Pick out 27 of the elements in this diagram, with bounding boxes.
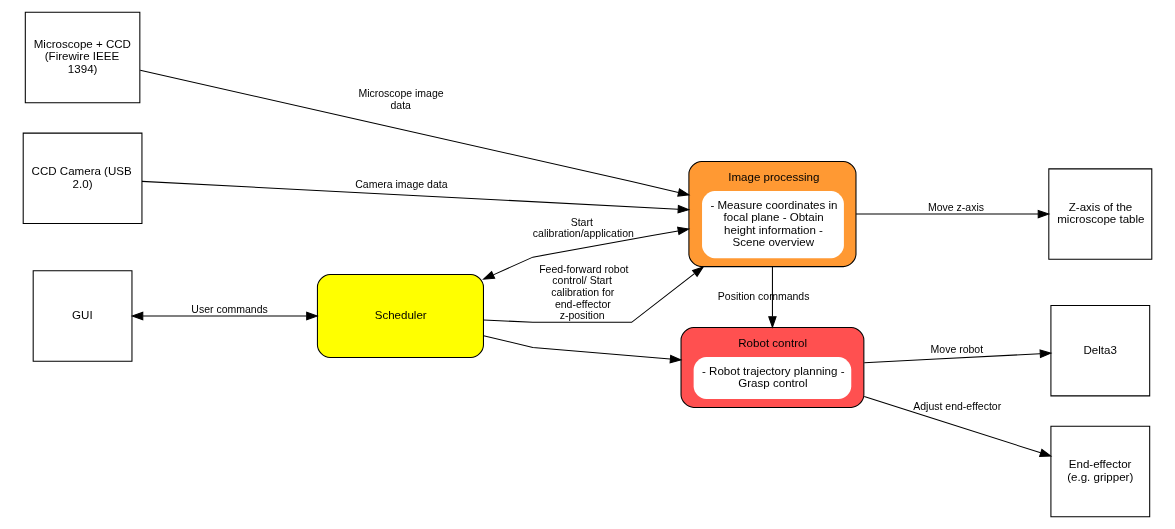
node-box: Scheduler	[316, 273, 484, 359]
arrow	[483, 335, 683, 364]
edge-label: Move robot	[930, 342, 984, 355]
edge-label: Camera image data	[355, 177, 448, 190]
node-box: End-effector (e.g. gripper)	[1050, 425, 1151, 518]
node-box: Robot control - Robot trajectory planning - Grasp control	[680, 327, 865, 408]
arrow	[863, 395, 1053, 457]
arrow	[768, 266, 777, 329]
arrow	[141, 180, 691, 214]
node-box: Image processing - Measure coordinates in focal plane - Obtain height information - Scene overview	[688, 161, 857, 268]
edge-label: Adjust end-effector	[913, 399, 1002, 412]
arrow	[482, 226, 691, 280]
arrow	[855, 209, 1051, 219]
edge-label: User commands	[191, 302, 268, 315]
arrow	[139, 69, 691, 197]
arrow	[863, 349, 1053, 364]
node-box: Delta3	[1050, 304, 1151, 397]
edge-label: Start calibration/application	[532, 215, 634, 240]
edge-label: Move z-axis	[927, 200, 984, 213]
node-box: Microscope + CCD (Firewire IEEE 1394)	[24, 11, 141, 104]
node-box: CCD Camera (USB 2.0)	[22, 132, 143, 225]
edge-label: Feed-forward robot control/ Start calibration for end-effector z-position	[539, 262, 629, 322]
arrow	[130, 311, 319, 321]
arrow	[483, 265, 705, 323]
node-box: GUI	[32, 270, 133, 362]
node-box: Z-axis of the microscope table	[1048, 168, 1153, 260]
edge-label: Microscope image data	[358, 87, 444, 111]
